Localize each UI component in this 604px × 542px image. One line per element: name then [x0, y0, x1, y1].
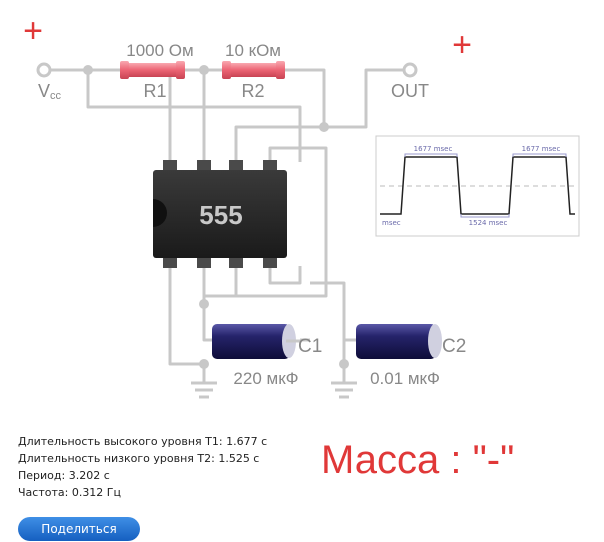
- c2-value: 0.01 мкФ: [370, 369, 440, 388]
- info-frequency: Частота: 0.312 Гц: [18, 486, 122, 499]
- r2-label: R2: [241, 81, 264, 101]
- vcc-terminal: [36, 62, 52, 78]
- out-terminal: [402, 62, 418, 78]
- c2-label: C2: [442, 336, 466, 357]
- c1-label: C1: [298, 336, 322, 357]
- wire-junctions: [83, 65, 349, 369]
- plus-symbol-right: +: [452, 26, 472, 64]
- resistor-r2: [222, 61, 285, 79]
- out-label: OUT: [391, 81, 429, 101]
- r1-value: 1000 Ом: [126, 41, 193, 60]
- ground-symbol-left: [191, 381, 217, 399]
- plus-symbol-left: +: [23, 12, 43, 50]
- vcc-label: Vcc: [38, 81, 62, 102]
- ground-symbol-right: [331, 381, 357, 399]
- share-button[interactable]: Поделиться: [18, 517, 140, 541]
- scope-high-time-2: 1677 msec: [522, 145, 561, 153]
- scope-high-time-1: 1677 msec: [414, 145, 453, 153]
- scope-low-time: 1524 msec: [469, 219, 508, 227]
- chip-label: 555: [199, 200, 242, 230]
- info-period: Период: 3.202 с: [18, 469, 110, 482]
- square-wave-trace: [380, 156, 575, 215]
- r2-value: 10 кОм: [225, 41, 281, 60]
- capacitor-c2: [356, 324, 442, 359]
- oscilloscope-panel: 1677 msec 1677 msec 1524 msec msec: [375, 135, 580, 237]
- info-high-duration: Длительность высокого уровня T1: 1.677 с: [18, 435, 268, 448]
- ground-note: Масса : "-": [321, 438, 515, 482]
- ic-555-chip: 555: [153, 160, 287, 268]
- wires: [44, 68, 404, 382]
- scope-unit-left: msec: [382, 219, 401, 227]
- c1-value: 220 мкФ: [233, 369, 298, 388]
- r1-label: R1: [143, 81, 166, 101]
- capacitor-c1: [204, 324, 300, 359]
- info-low-duration: Длительность низкого уровня T2: 1.525 с: [18, 452, 260, 465]
- resistor-r1: [120, 61, 185, 79]
